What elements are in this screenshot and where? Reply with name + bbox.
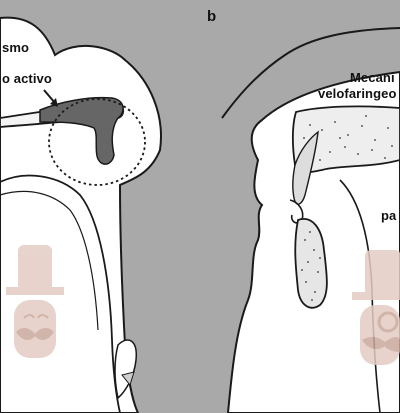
panel-b-label-line2: velofaringeo xyxy=(318,86,397,101)
panel-a-velum xyxy=(39,96,124,165)
panel-b-tongue-stipple xyxy=(301,231,321,301)
panel-b-nasal-outline xyxy=(221,27,400,119)
panel-b-tongue xyxy=(294,218,328,309)
panel-b-letter: b xyxy=(207,8,217,25)
panel-a-label-line2: o activo xyxy=(2,71,52,86)
panel-b-side-label: pa xyxy=(381,208,397,223)
panel-a-larynx-detail xyxy=(121,371,135,387)
watermark-man-monocle-icon xyxy=(352,250,400,365)
watermark-man-mustache-icon xyxy=(6,245,64,358)
panel-b-label-line1: Mecani xyxy=(350,70,395,85)
panel-b-palate-mass xyxy=(291,105,400,174)
panel-b-velum xyxy=(292,130,319,205)
panel-a-focus-circle xyxy=(48,98,146,186)
panel-a-label-line1: smo xyxy=(2,40,30,55)
panel-a-arrow-head xyxy=(50,98,58,107)
panel-a-inner-contour xyxy=(0,190,99,331)
